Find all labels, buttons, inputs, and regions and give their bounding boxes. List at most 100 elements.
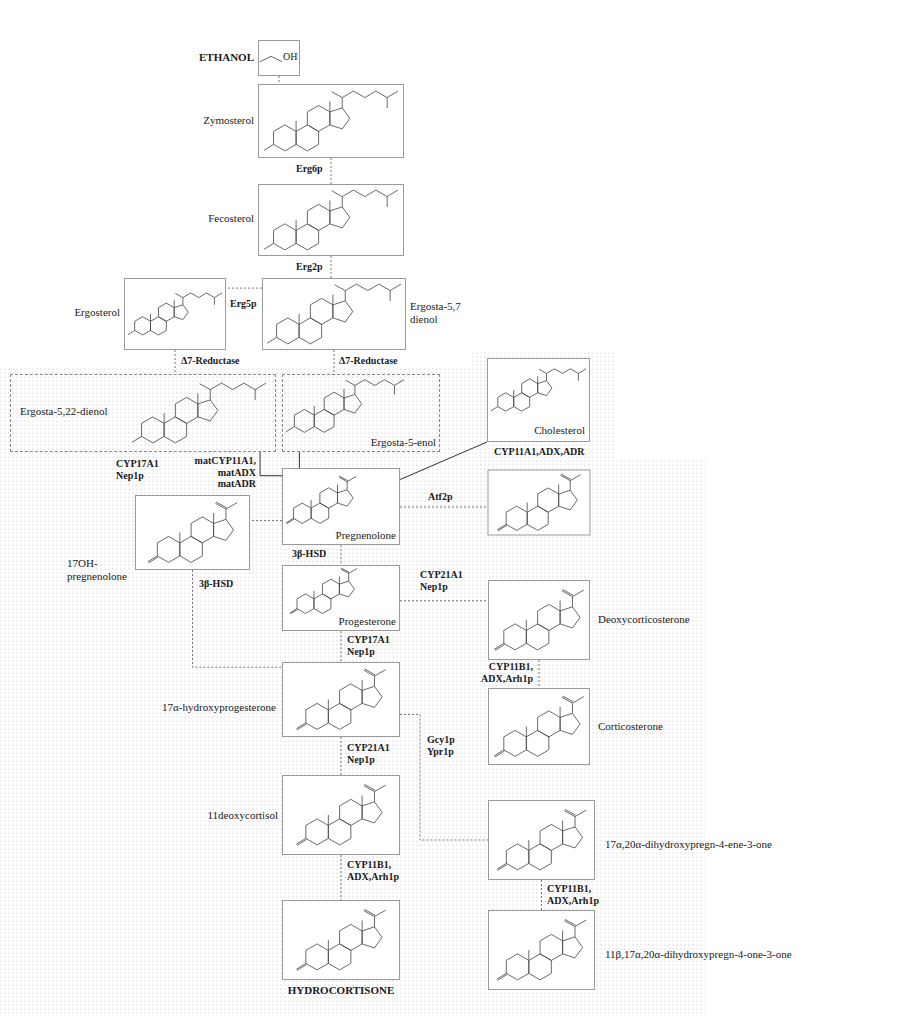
compound-name: Fecosterol: [180, 212, 254, 225]
bond-line: [504, 730, 527, 756]
molecule-structure: [489, 801, 596, 881]
bond-line: [560, 601, 561, 611]
bond-line: [339, 581, 354, 597]
bond-line: [328, 703, 351, 729]
compound-box: 17α,20α-dihydroxypregn-4-ene-3-one: [488, 800, 595, 880]
bond-line: [324, 392, 344, 415]
bond-line: [563, 696, 574, 702]
bond-line: [135, 317, 151, 335]
molecule-structure: [259, 185, 405, 257]
pathway-line: [341, 545, 342, 565]
bond-line: [260, 56, 282, 62]
bond-line: [264, 144, 274, 150]
bond-line: [527, 503, 528, 513]
enzyme-label: CYP11B1, ADX,Arh1p: [347, 859, 437, 882]
bond-line: [226, 503, 237, 520]
bond-line: [164, 417, 187, 443]
bond-line: [311, 500, 312, 508]
bond-line: [216, 502, 227, 508]
bond-line: [340, 684, 363, 710]
bond-line: [497, 865, 507, 871]
bond-line: [148, 556, 158, 562]
bond-line: [374, 785, 385, 802]
bond-line: [332, 295, 333, 305]
bond-line: [339, 476, 347, 481]
bond-line: [513, 390, 514, 397]
compound-box: HYDROCORTISONE: [282, 900, 400, 980]
bond-line: [274, 125, 297, 151]
compound-name: Pregnenolone: [328, 529, 396, 542]
pathway-line: [400, 600, 488, 601]
bond-line: [335, 285, 346, 291]
enzyme-label: CYP21A1 Nep1p: [420, 569, 480, 592]
compound-name: Ergosterol: [62, 306, 120, 319]
compound-box: Pregnenolone: [282, 468, 400, 545]
molecule-structure: [489, 911, 596, 991]
compound-name: Ergosta-5,7 dienol: [410, 300, 476, 326]
pathway-line: [539, 660, 540, 688]
enzyme-label: CYP17A1 Nep1p: [116, 458, 178, 481]
bond-line: [290, 609, 297, 613]
bond-line: [563, 589, 574, 595]
bond-line: [494, 750, 504, 756]
bond-line: [180, 536, 203, 562]
bond-line: [498, 393, 514, 411]
bond-line: [561, 474, 571, 479]
bond-line: [344, 389, 345, 398]
bond-line: [296, 121, 297, 131]
bond-line: [540, 824, 563, 850]
bond-line: [132, 436, 142, 442]
pathway-line: [400, 507, 488, 508]
bond-line: [286, 518, 293, 523]
bond-line: [175, 397, 198, 423]
pathway-line: [541, 880, 542, 910]
compound-name: Deoxycorticosterone: [598, 613, 718, 626]
bond-line: [572, 590, 583, 607]
pathway-line: [334, 350, 335, 374]
bond-line: [365, 784, 376, 790]
bond-line: [365, 669, 376, 675]
compound-box: Deoxycorticosterone: [488, 580, 590, 660]
pathway-line: [400, 715, 488, 841]
bond-line: [387, 197, 388, 207]
bond-line: [560, 713, 580, 734]
bond-line: [529, 954, 552, 980]
bond-line: [297, 965, 307, 971]
bond-line: [558, 484, 559, 494]
bond-line: [328, 819, 351, 845]
bond-line: [174, 300, 175, 307]
bond-line: [328, 944, 351, 970]
bond-line: [296, 125, 319, 151]
bond-line: [387, 98, 388, 108]
molecule-structure: [489, 689, 591, 766]
bond-line: [362, 686, 382, 707]
bond-line: [504, 624, 527, 650]
bond-line: [191, 517, 214, 543]
bond-line: [362, 802, 382, 823]
bond-line: [332, 191, 343, 197]
molecule-structure: [283, 663, 401, 738]
bond-line: [255, 390, 256, 400]
bond-line: [346, 380, 355, 385]
bond-line: [355, 380, 404, 395]
bond-line: [328, 815, 329, 825]
bond-line: [286, 427, 294, 432]
compound-name: 17OH- pregnenolone: [67, 557, 131, 583]
bond-line: [337, 485, 338, 493]
bond-line: [297, 724, 307, 730]
compound-box: 11β,17α,20α-dihydroxypregn-4-one-3-one: [488, 910, 595, 990]
bond-line: [491, 407, 498, 411]
enzyme-label: 3β-HSD: [199, 578, 239, 590]
bond-line: [267, 337, 277, 343]
bond-line: [528, 840, 529, 850]
bond-line: [333, 301, 353, 322]
bond-line: [158, 303, 174, 321]
bond-line: [560, 707, 561, 717]
bond-line: [506, 506, 527, 530]
bond-line: [274, 224, 297, 250]
bond-line: [296, 220, 297, 230]
compound-name: 11β,17α,20α-dihydroxypregn-4-one-3-one: [605, 948, 895, 961]
compound-name: ETHANOL: [196, 51, 254, 64]
pathway-line: [250, 520, 282, 521]
enzyme-label: Atf2p: [428, 491, 468, 503]
